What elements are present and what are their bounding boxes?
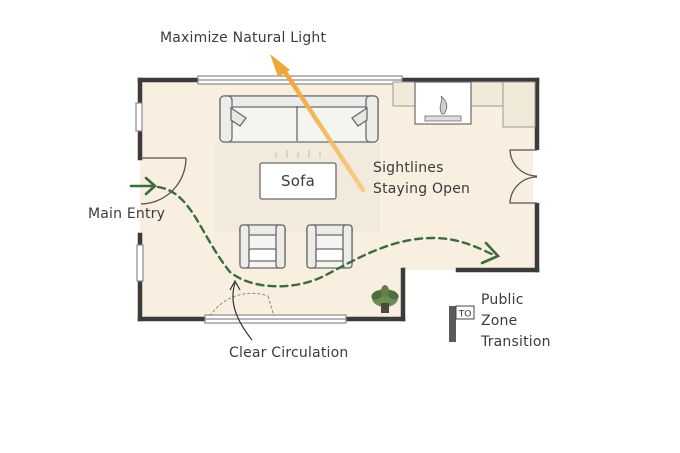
coffee-table [259,162,337,200]
windows [135,75,403,324]
door-swing-icon [140,157,187,205]
natural-light-label: Maximize Natural Light [160,30,327,46]
sign-icon: TO [449,305,475,342]
double-door [509,149,541,204]
natural-light-arrow [270,54,366,193]
bottom-door [209,292,275,317]
armchair-icon [239,224,286,269]
sign-text: TO [458,310,472,320]
rug-fringe [275,150,321,158]
plant-icon [371,285,399,313]
circulation-path [129,176,501,288]
sofa-label: Sofa [281,172,315,190]
sofa-icon [219,95,379,143]
sightlines-label: Sightlines Staying Open [373,160,471,197]
armchair-icon [306,224,353,269]
circulation-leader-arrowhead [229,279,241,291]
fireplace-icon [392,81,536,128]
main-entry-label: Main Entry [88,206,166,222]
circulation-leader [232,282,253,341]
public-zone-label: Public Zone Transition [481,292,551,350]
clear-circulation-label: Clear Circulation [229,345,349,361]
